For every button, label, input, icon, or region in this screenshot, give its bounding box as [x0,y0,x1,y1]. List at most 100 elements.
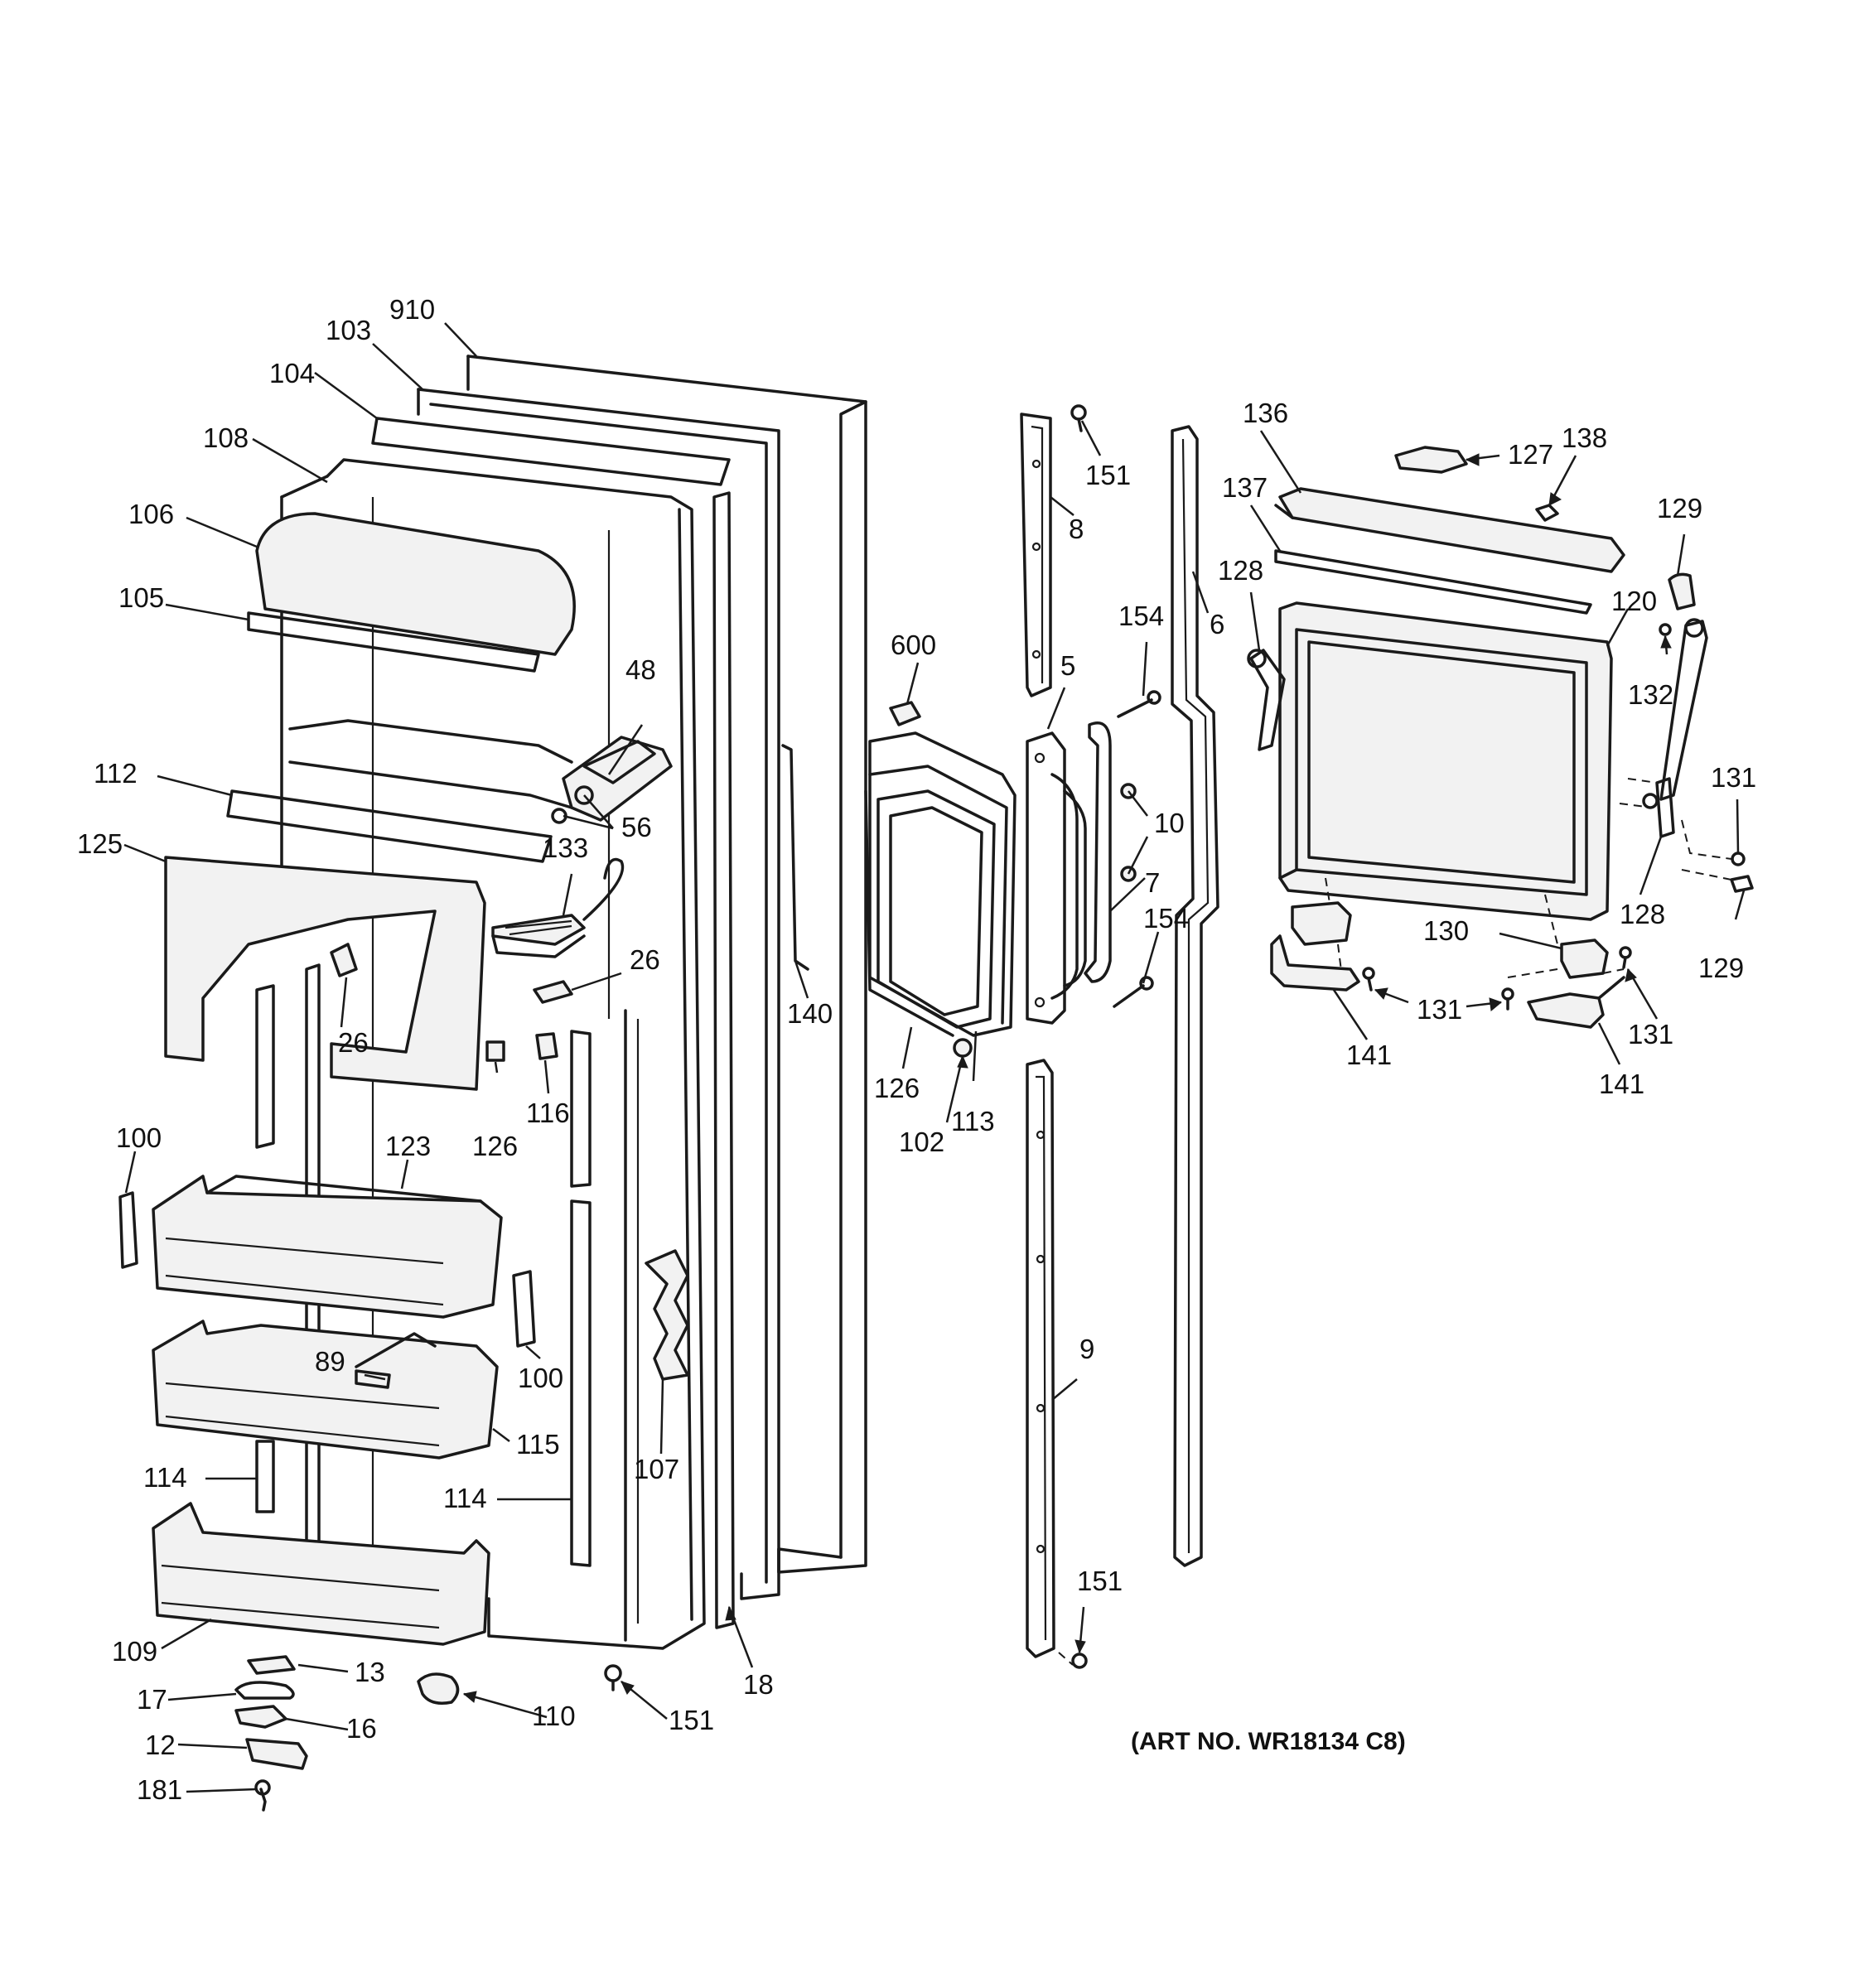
bracket-141-right [1527,992,1605,1029]
part-110 [417,1672,460,1705]
handle-bar-lower [1026,1059,1055,1658]
callout-9: 9 [1079,1334,1094,1364]
callout-18: 18 [743,1669,774,1700]
door-bin-upper [152,1175,503,1319]
upper-door-bin [247,512,576,673]
screw-129-lower [1730,875,1754,893]
callout-114-right: 114 [443,1483,487,1513]
callout-5: 5 [1060,650,1075,681]
gasket-strip [712,491,735,1629]
callout-116: 116 [526,1098,570,1128]
hinge-bracket-right [1655,777,1675,838]
callout-125: 125 [77,828,123,859]
screw-151-lower [604,1664,622,1691]
callout-26-right: 26 [630,944,660,975]
door-handle [1026,731,1087,1025]
bracket-141-right-arm [1597,976,1625,1000]
callout-131-far: 131 [1628,1019,1673,1049]
callout-127: 127 [1508,439,1553,470]
callout-136: 136 [1243,398,1288,428]
callout-151-top: 151 [1085,460,1131,490]
door-trim-long [1171,425,1219,1567]
screw-154-lower [1113,984,1145,1008]
callout-120: 120 [1611,586,1657,616]
callout-181: 181 [137,1774,182,1805]
pivot-pin [1642,793,1659,809]
wire-harness [781,744,809,971]
callout-109: 109 [112,1636,157,1667]
bin-bracket-right [512,1270,536,1348]
callout-131-right: 131 [1711,762,1756,793]
screw-131-left [1362,967,1375,992]
alignment-dash-bottom [1507,968,1625,978]
insulation-piece [645,1249,689,1381]
dispenser-bracket [551,736,673,824]
callout-106: 106 [128,499,174,529]
screw-154-upper [1117,698,1153,718]
callout-6: 6 [1210,609,1224,639]
callout-100-right: 100 [518,1363,563,1393]
screw-131-right [1731,852,1746,866]
callout-131-left: 131 [1417,994,1462,1025]
callout-16: 16 [346,1713,377,1744]
callout-141-right: 141 [1599,1069,1644,1099]
bin-bracket-left [118,1191,138,1269]
callout-7: 7 [1145,867,1160,898]
right-slot-strip [570,1030,592,1567]
callout-141-left: 141 [1346,1040,1392,1070]
callout-110: 110 [532,1701,576,1731]
part-102 [953,1038,973,1058]
callout-123: 123 [385,1131,431,1161]
callout-100-left: 100 [116,1122,162,1153]
strip-137 [1274,549,1592,615]
small-tray [491,857,625,958]
callout-104: 104 [269,358,315,388]
hinge-block-left [1291,877,1352,978]
door-trim-long-inner [1181,438,1210,1553]
door-bin-lower [152,1502,490,1646]
screw-131-far [1619,946,1632,969]
bracket-141-left [1270,934,1360,992]
callout-600: 600 [891,630,936,660]
screw-151-top [1070,404,1087,432]
shelf-rail [226,789,553,863]
callout-138: 138 [1562,422,1607,453]
callout-133: 133 [543,832,588,863]
screw-151-right [1058,1652,1088,1669]
callout-910: 910 [389,294,435,325]
art-number: (ART NO. WR18134 C8) [1131,1728,1406,1755]
door-bin-middle [152,1320,499,1460]
callout-137: 137 [1222,472,1268,503]
leader-lines [123,322,1746,1793]
callout-10: 10 [1154,808,1185,838]
callout-129-lower: 129 [1698,953,1744,983]
part-600 [889,701,921,726]
callout-128-left: 128 [1218,555,1263,586]
ice-bin-door [1278,601,1613,921]
cap-129-upper [1668,572,1696,610]
hinge-parts [234,1655,308,1812]
washer-132 [1659,623,1672,636]
callout-113: 113 [951,1106,995,1136]
callout-26-left: 26 [338,1027,369,1058]
screw-131-mid [1501,987,1514,1011]
hinge-link-left [1249,649,1286,751]
callout-102: 102 [899,1127,944,1157]
callout-103: 103 [326,315,371,345]
bracket-127 [1394,446,1468,474]
callout-112: 112 [94,758,138,789]
callout-151-right: 151 [1077,1566,1123,1596]
callout-151-lower: 151 [669,1705,714,1735]
screw-154-lower-head [1139,976,1154,991]
callout-128-right: 128 [1620,899,1665,929]
callout-17: 17 [137,1684,167,1715]
lower-cover-panel [164,856,486,1091]
callout-154-upper: 154 [1118,601,1164,631]
callout-107: 107 [634,1454,679,1484]
hinge-link-left-pin [1247,649,1267,668]
screw-154-upper-head [1147,690,1161,705]
clip-138 [1535,504,1559,522]
clip-26-right [533,980,573,1004]
callout-8: 8 [1069,514,1084,544]
